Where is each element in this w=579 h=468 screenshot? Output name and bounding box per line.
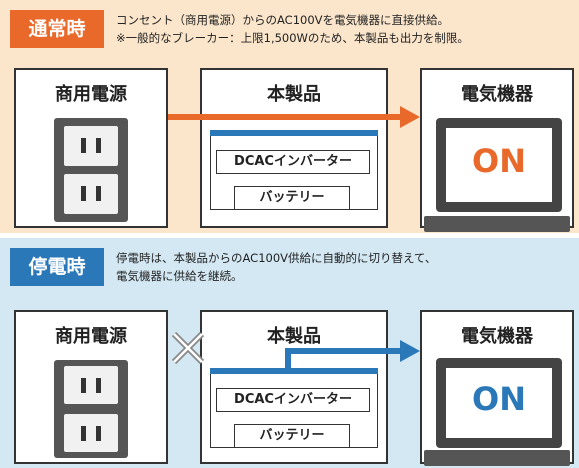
outage-product-title: 本製品: [267, 326, 321, 347]
normal-inverter-label: DCACインバーター: [216, 150, 370, 174]
outage-battery-label: バッテリー: [234, 424, 350, 448]
laptop-base: [424, 450, 570, 466]
normal-panel: 通常時 コンセント（商用電源）からのAC100Vを電気機器に直接供給。 ※一般的…: [0, 0, 579, 233]
normal-battery-label: バッテリー: [234, 186, 350, 210]
normal-power-arrow: [168, 106, 420, 128]
outage-inverter-label: DCACインバーター: [216, 388, 370, 412]
normal-device-status: ON: [472, 142, 526, 180]
normal-source-box: 商用電源: [14, 68, 168, 228]
outage-desc-line2: 電気機器に供給を継続。: [116, 269, 243, 283]
normal-description: コンセント（商用電源）からのAC100Vを電気機器に直接供給。 ※一般的なブレー…: [116, 11, 469, 47]
blocked-x-icon: [171, 331, 205, 365]
outlet-icon: [54, 360, 128, 458]
outage-tag: 停電時: [10, 248, 104, 286]
outlet-icon: [54, 118, 128, 222]
normal-desc-line1: コンセント（商用電源）からのAC100Vを電気機器に直接供給。: [116, 13, 450, 27]
laptop-icon: ON: [436, 358, 562, 448]
normal-product-title: 本製品: [267, 84, 321, 105]
normal-device-box: 電気機器 ON: [420, 68, 574, 232]
outage-product-box: 本製品 DCACインバーター バッテリー: [200, 310, 388, 464]
laptop-base: [424, 216, 570, 232]
normal-source-title: 商用電源: [55, 84, 127, 105]
outage-device-box: 電気機器 ON: [420, 310, 574, 466]
outage-power-arrow: [171, 331, 420, 368]
outage-source-box: 商用電源: [14, 310, 168, 464]
normal-dc-bar: [210, 130, 378, 136]
outage-source-title: 商用電源: [55, 326, 127, 347]
outage-device-status: ON: [472, 380, 526, 418]
outage-device-title: 電気機器: [461, 326, 533, 347]
outage-description: 停電時は、本製品からのAC100V供給に自動的に切り替えて、 電気機器に供給を継…: [116, 249, 436, 285]
normal-device-title: 電気機器: [461, 84, 533, 105]
normal-product-box: 本製品 DCACインバーター バッテリー: [200, 68, 388, 228]
normal-tag: 通常時: [10, 10, 104, 48]
outage-panel: 停電時 停電時は、本製品からのAC100V供給に自動的に切り替えて、 電気機器に…: [0, 238, 579, 468]
outage-desc-line1: 停電時は、本製品からのAC100V供給に自動的に切り替えて、: [116, 251, 437, 265]
normal-desc-line2: ※一般的なブレーカー：上限1,500Wのため、本製品も出力を制限。: [116, 31, 469, 45]
laptop-icon: ON: [436, 118, 562, 212]
outage-dc-bar: [210, 368, 378, 374]
